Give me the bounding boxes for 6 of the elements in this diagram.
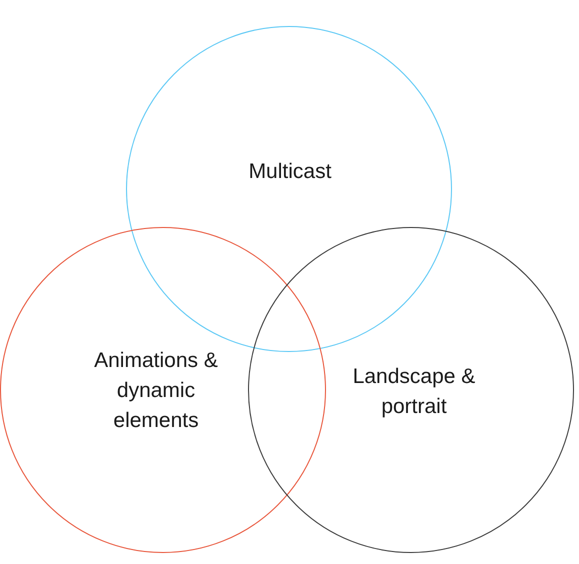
venn-circle (0, 227, 326, 553)
venn-circle (126, 26, 452, 352)
circle-label: Multicast (248, 159, 332, 185)
circle-label: Landscape & portrait (352, 364, 476, 420)
circle-label: Animations & dynamic elements (93, 348, 219, 434)
venn-circle (248, 227, 574, 553)
